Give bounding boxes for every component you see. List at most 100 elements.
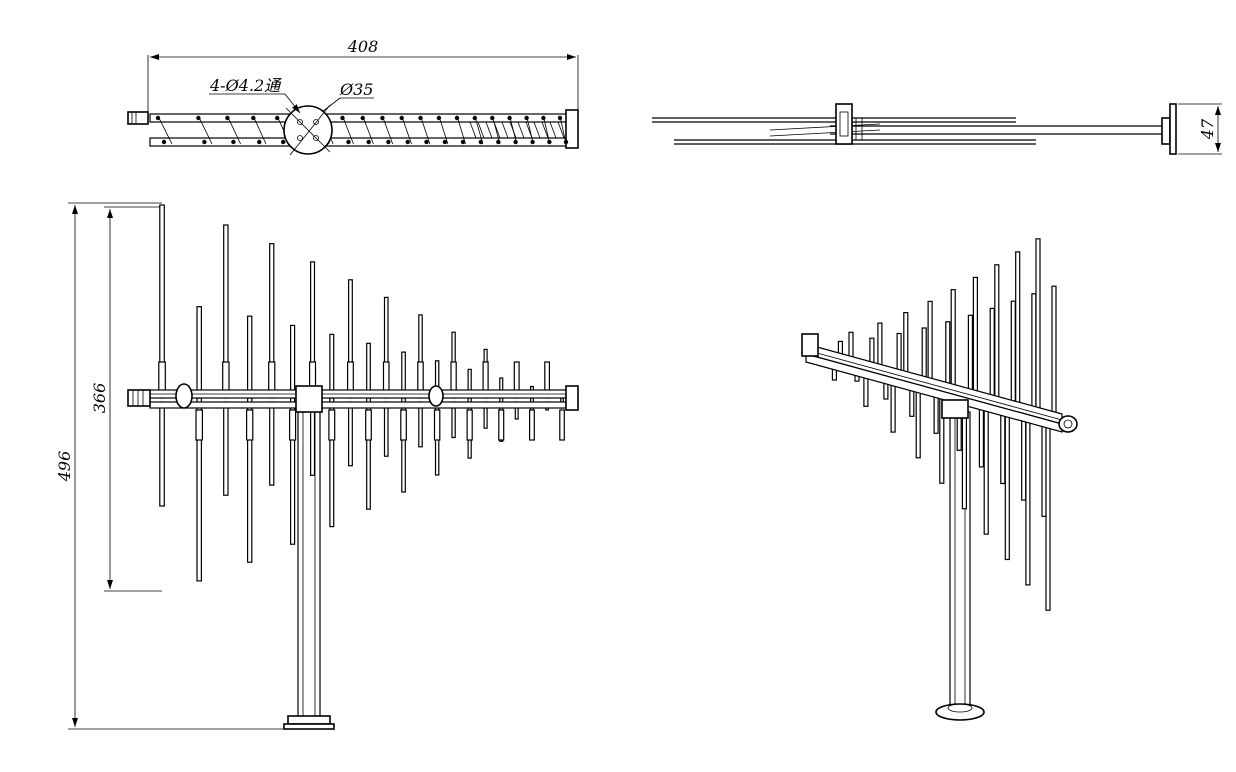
element-edge <box>526 115 534 145</box>
rivet-dot <box>196 115 201 121</box>
dipole-element <box>983 402 989 535</box>
element-joint <box>365 409 372 441</box>
rivet-dot <box>442 139 448 145</box>
element-edge <box>474 115 484 145</box>
hatch-line <box>493 121 501 139</box>
dipole-element <box>1045 419 1051 611</box>
dipole-element <box>196 306 203 399</box>
element-edge <box>362 115 374 145</box>
element-joint <box>466 409 473 441</box>
rivet-dot <box>472 115 477 121</box>
dim-side-height: 47 <box>1198 118 1217 140</box>
dim-overall-height: 496 <box>55 451 74 483</box>
element-joint <box>450 361 457 393</box>
rivet-dot <box>251 115 256 121</box>
element-joint <box>195 409 204 441</box>
element-edge <box>198 115 213 145</box>
rivet-dot <box>418 115 423 121</box>
dipole-element <box>994 264 1000 399</box>
dipole-element <box>927 300 933 381</box>
element-edge <box>438 115 449 145</box>
dipole-element <box>869 337 875 363</box>
element-joint <box>528 409 535 441</box>
hatch-line <box>525 121 533 139</box>
element-edge <box>401 115 412 145</box>
hatch-line <box>501 121 509 139</box>
element-edge <box>252 115 267 145</box>
dipole-element <box>837 340 844 355</box>
element-joint <box>246 409 254 441</box>
rivet-dot <box>366 139 371 145</box>
dipole-element <box>269 401 275 486</box>
rivet-dot <box>513 139 518 145</box>
rivet-dot <box>424 139 429 145</box>
dipole-element <box>310 401 316 476</box>
rivet-dot <box>161 139 167 145</box>
rivet-dot <box>399 115 404 121</box>
side-view: 47 <box>652 103 1222 155</box>
element-joint <box>433 409 441 441</box>
dim-element-span: 366 <box>90 383 109 414</box>
hatch-line <box>541 121 549 139</box>
rivet-dot <box>275 115 280 121</box>
dipole-element <box>159 401 165 507</box>
dipole-element <box>348 401 353 467</box>
rivet-dot <box>436 115 442 121</box>
rivet-dot <box>460 139 466 145</box>
rivet-dot <box>496 139 501 145</box>
dipole-element <box>1010 300 1016 402</box>
hatch-line <box>549 121 557 139</box>
rivet-dot <box>563 139 569 145</box>
rivet-dot <box>360 115 365 121</box>
rivet-dot <box>507 115 512 121</box>
dipole-element <box>329 333 335 399</box>
dipole-element <box>290 324 296 399</box>
hatch-line <box>557 121 565 139</box>
rivet-dot <box>405 139 410 145</box>
rivet-dot <box>490 115 495 121</box>
rivet-dot <box>386 139 391 145</box>
rivet-dot <box>557 115 563 121</box>
dipole-element <box>1004 408 1010 561</box>
rivet-dot <box>530 139 535 145</box>
element-joint <box>559 409 565 441</box>
dipole-element <box>921 327 927 378</box>
element-joint <box>513 361 520 393</box>
rivet-dot <box>478 139 483 145</box>
dipole-element <box>967 314 974 390</box>
element-joint <box>158 361 166 393</box>
rivet-dot <box>524 115 529 121</box>
dim-mount-holes: 4-Ø4.2通 <box>209 76 282 95</box>
element-joint <box>544 361 550 393</box>
dim-flange-diameter: Ø35 <box>339 80 373 99</box>
dipole-element <box>945 321 951 384</box>
element-edge <box>456 115 466 145</box>
element-joint <box>382 361 390 393</box>
front-view: 496 366 <box>55 202 579 730</box>
rivet-dot <box>225 115 230 121</box>
hatch-line <box>477 121 485 139</box>
element-joint <box>498 409 505 441</box>
hatch-line <box>533 121 541 139</box>
element-joint <box>289 409 297 441</box>
dipole-element <box>972 276 979 393</box>
dipole-element <box>1035 238 1041 411</box>
dipole-element <box>1021 411 1027 501</box>
dipole-element <box>1025 414 1031 586</box>
rivet-dot <box>346 139 351 145</box>
hatch-line <box>517 121 525 139</box>
rivet-dot <box>340 115 345 121</box>
element-edge <box>227 115 241 145</box>
element-joint <box>400 409 407 441</box>
rivet-dot <box>454 115 460 121</box>
dipole-element <box>903 312 909 374</box>
element-edge <box>342 115 354 145</box>
element-edge <box>543 115 551 145</box>
hatch-line <box>509 121 517 139</box>
element-edge <box>491 115 501 145</box>
top-view: 408 Ø35 4-Ø4.2通 <box>127 37 579 156</box>
isometric-view <box>801 238 1078 721</box>
rivet-dot <box>257 139 262 145</box>
dim-overall-length: 408 <box>347 37 379 56</box>
